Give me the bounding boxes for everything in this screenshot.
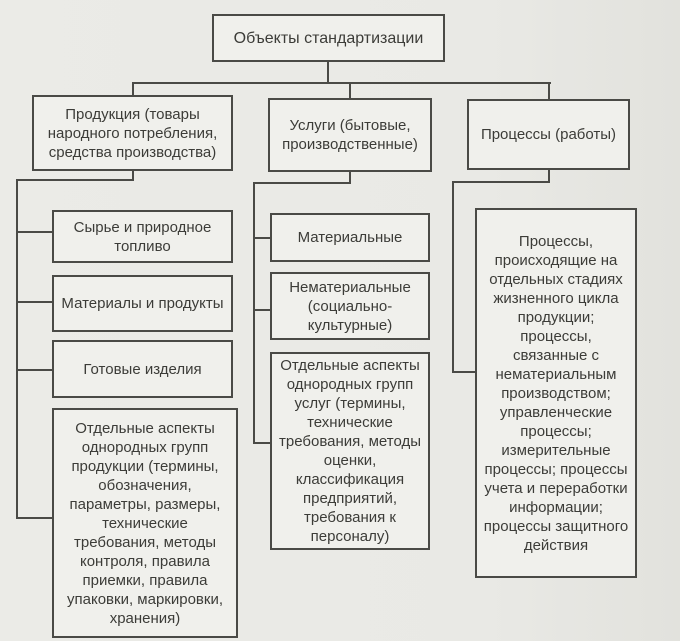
leaf-box-product-aspects: Отдельные аспекты однородных групп проду…: [52, 408, 238, 638]
leaf-box-process-types: Процессы, происходящие на отдельных стад…: [475, 208, 637, 578]
connector-drop-processes: [548, 82, 550, 99]
leaf-box-nonmaterial-services: Нематериальные (социально-культурные): [270, 272, 430, 340]
branch-box-processes: Процессы (работы): [467, 99, 630, 170]
connector-products-elbow: [16, 179, 134, 181]
branch-box-processes-label: Процессы (работы): [480, 126, 617, 143]
leaf-box-product-aspects-label: Отдельные аспекты однородных групп проду…: [67, 419, 223, 627]
leaf-box-raw-materials-fuel-label: Сырье и природное топливо: [73, 218, 212, 255]
branch-box-services: Услуги (бытовые, производственные): [268, 98, 432, 172]
connector-processes-stem: [548, 170, 550, 183]
leaf-box-material-services: Материальные: [270, 213, 430, 262]
connector-services-elbow: [253, 182, 351, 184]
leaf-box-service-aspects-label: Отдельные аспекты однородных групп услуг…: [279, 357, 421, 545]
leaf-box-process-types-label: Процессы, происходящие на отдельных стад…: [483, 232, 629, 554]
connector-drop-products: [132, 82, 134, 95]
connector-stub-finished: [16, 369, 52, 371]
connector-products-spine: [16, 179, 18, 519]
connector-stub-product-aspects: [16, 517, 52, 519]
root-box-label: Объекты стандартизации: [233, 29, 424, 47]
leaf-box-raw-materials-fuel: Сырье и природное топливо: [52, 210, 233, 263]
connector-services-stem: [349, 172, 351, 184]
leaf-box-material-services-label: Материальные: [297, 229, 403, 246]
connector-stub-service-aspects: [253, 442, 270, 444]
connector-stub-material-services: [253, 237, 270, 239]
leaf-box-finished-goods: Готовые изделия: [52, 340, 233, 398]
connector-root-riser: [327, 62, 329, 83]
connector-stub-process-types: [452, 371, 475, 373]
connector-bus: [132, 82, 551, 84]
branch-box-services-label: Услуги (бытовые, производственные): [282, 117, 418, 153]
root-box-standardization-objects: Объекты стандартизации: [212, 14, 445, 62]
connector-services-spine: [253, 182, 255, 444]
connector-stub-raw-fuel: [16, 231, 52, 233]
leaf-box-materials-products-label: Материалы и продукты: [61, 295, 224, 312]
branch-box-products: Продукция (товары народного потребления,…: [32, 95, 233, 171]
connector-products-stem: [132, 171, 134, 181]
connector-processes-spine: [452, 181, 454, 373]
branch-box-products-label: Продукция (товары народного потребления,…: [47, 105, 218, 161]
leaf-box-nonmaterial-services-label: Нематериальные (социально-культурные): [289, 278, 411, 334]
leaf-box-materials-products: Материалы и продукты: [52, 275, 233, 332]
connector-stub-nonmaterial-services: [253, 309, 270, 311]
connector-stub-materials: [16, 301, 52, 303]
connector-processes-elbow: [452, 181, 550, 183]
connector-drop-services: [349, 82, 351, 98]
leaf-box-finished-goods-label: Готовые изделия: [83, 360, 202, 378]
leaf-box-service-aspects: Отдельные аспекты однородных групп услуг…: [270, 352, 430, 550]
